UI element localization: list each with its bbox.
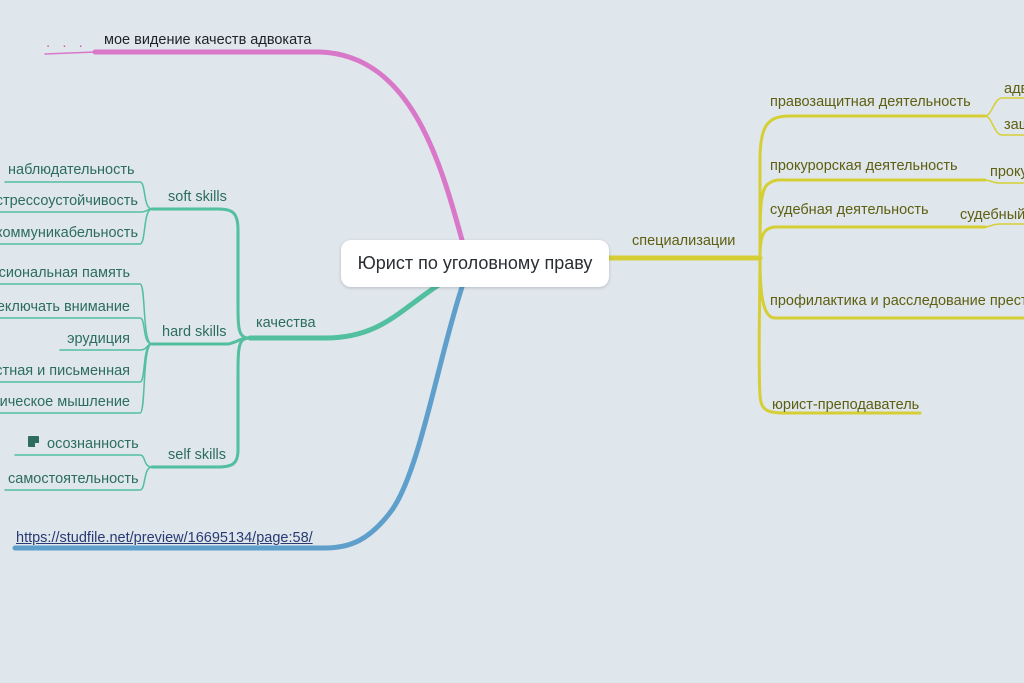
spec-children	[984, 97, 1024, 228]
soft-skill-item[interactable]: наблюдательность	[8, 162, 135, 178]
connector-hard-5	[0, 343, 153, 414]
spec-spine	[757, 114, 1024, 415]
hard-skill-item[interactable]: сиональная память	[0, 265, 130, 281]
topic-vision[interactable]: мое видение качеств адвоката	[104, 32, 312, 48]
specialization-item[interactable]: судебная деятельность	[770, 202, 929, 218]
connector-hard-2	[0, 317, 153, 345]
connector-soft-3	[0, 208, 153, 245]
soft-skill-item[interactable]: стрессоустойчивость	[0, 193, 138, 209]
specialization-child[interactable]: защ	[1004, 117, 1024, 133]
specialization-item[interactable]: прокурорская деятельность	[770, 158, 958, 174]
connector-link	[12, 284, 465, 551]
self-skill-item[interactable]: осознанность	[47, 436, 139, 452]
connector-hard-1	[0, 283, 153, 345]
connector-self-skills	[150, 336, 252, 469]
specialization-child[interactable]: адв	[1004, 81, 1024, 97]
connector-self-2	[4, 466, 153, 491]
connector-soft-skills	[150, 207, 252, 340]
specialization-item[interactable]: профилактика и расследование прест	[770, 293, 1024, 309]
hard-skill-item[interactable]: гическое мышление	[0, 394, 130, 410]
underline-vision-marker	[44, 51, 96, 55]
hard-skill-item[interactable]: эрудиция	[67, 331, 130, 347]
connector-qualities	[247, 281, 443, 341]
connector-self-1	[14, 454, 153, 468]
topic-self-skills[interactable]: self skills	[168, 447, 227, 463]
connector-vision	[92, 49, 465, 243]
topic-specializations[interactable]: специализации	[632, 233, 736, 249]
self-skill-item[interactable]: самостоятельность	[8, 471, 139, 487]
specialization-item[interactable]: юрист-преподаватель	[772, 397, 920, 413]
note-icon[interactable]	[28, 436, 39, 447]
specialization-item[interactable]: правозащитная деятельность	[770, 94, 971, 110]
collapsed-marker[interactable]: . . .	[46, 34, 87, 51]
connector-soft-1	[4, 181, 153, 210]
hard-skill-item[interactable]: еключать внимание	[0, 299, 130, 315]
topic-qualities[interactable]: качества	[256, 315, 316, 331]
topic-soft-skills[interactable]: soft skills	[168, 189, 227, 205]
reference-link[interactable]: https://studfile.net/preview/16695134/pa…	[16, 530, 313, 546]
topic-hard-skills[interactable]: hard skills	[162, 324, 227, 340]
specialization-child[interactable]: проку	[990, 164, 1024, 180]
hard-skill-item[interactable]: стная и письменная	[0, 363, 130, 379]
soft-skill-item[interactable]: коммуникабельность	[0, 225, 138, 241]
specialization-child[interactable]: судебный	[960, 207, 1024, 223]
central-topic[interactable]: Юрист по уголовному праву	[341, 240, 609, 287]
